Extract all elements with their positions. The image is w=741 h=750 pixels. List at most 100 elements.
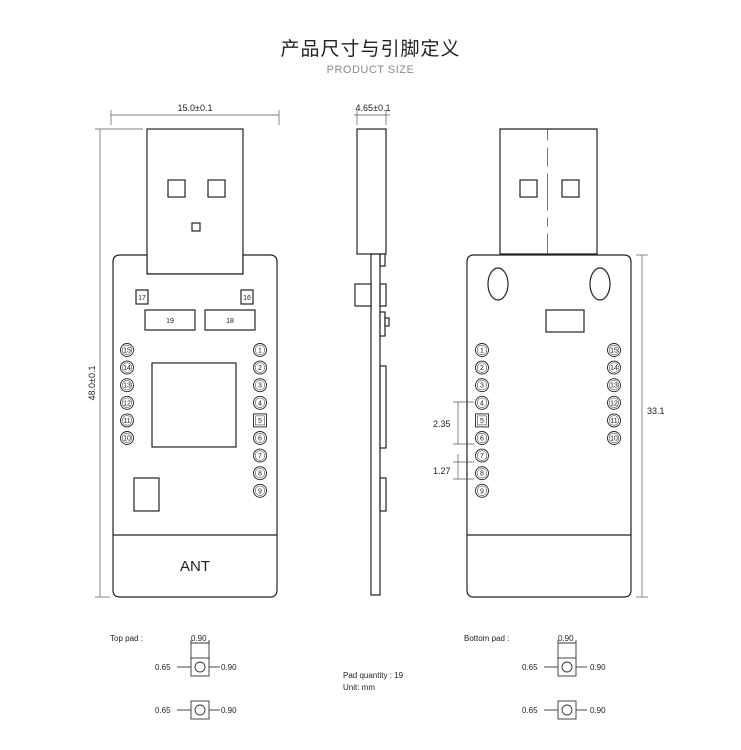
pin-number: 2: [258, 365, 262, 372]
pin-number: 12: [610, 400, 618, 407]
board-outline: [112, 254, 278, 598]
pin-12: [120, 395, 134, 410]
pad-size-label: 0.90: [590, 706, 606, 715]
usb-plug-bottom: [499, 128, 556, 255]
pin-ring: [254, 397, 266, 408]
pin-ring: [608, 380, 620, 391]
usb-plug-side: [356, 128, 387, 255]
pin-ring: [254, 380, 266, 391]
pin-ring: [121, 397, 133, 408]
pin-ring: [254, 344, 266, 356]
pin-number: 1: [258, 348, 262, 355]
pin-4: [475, 395, 489, 410]
pin-5: [475, 413, 489, 428]
chip: [151, 362, 237, 448]
usb-contact-right: [561, 179, 580, 198]
pin-ring: [121, 415, 133, 426]
pin-8: [253, 466, 267, 481]
pin-ring: [254, 432, 266, 444]
pin-ring: [121, 380, 133, 391]
pin-number: 2: [480, 365, 484, 372]
pin-number: 7: [480, 453, 484, 460]
pad-16: [240, 289, 254, 305]
antenna-label: ANT: [180, 558, 210, 575]
side-view: [354, 128, 390, 596]
pin-number: 5: [480, 418, 484, 425]
pin-ring: [608, 432, 620, 444]
pin-1: [475, 343, 489, 357]
top-view: [112, 128, 278, 598]
pin-3: [475, 378, 489, 393]
page-title: 产品尺寸与引脚定义: [280, 38, 461, 60]
pin-ring: [476, 362, 488, 373]
pin-number: 10: [123, 436, 131, 443]
pin-number: 11: [123, 418, 130, 425]
bottom-pad: [545, 309, 585, 333]
bottom-view-dimensions: [453, 254, 648, 598]
thickness-dimension: 4.65±0.1: [356, 103, 391, 113]
pad-18: [204, 309, 256, 331]
pin-ring: [254, 362, 266, 373]
pad-size-label: 0.65: [522, 706, 538, 715]
pin-9: [475, 483, 489, 498]
pin-ring: [254, 450, 266, 461]
pin-number: 13: [610, 383, 618, 390]
pin-ring: [476, 450, 488, 461]
pin-2: [253, 360, 267, 375]
pin-4: [253, 395, 267, 410]
pad-size-label: 0.90: [221, 663, 237, 672]
pin-12: [607, 395, 621, 410]
pin-ring: [476, 397, 488, 408]
pin-number: 5: [258, 418, 262, 425]
pin-number: 9: [258, 488, 262, 495]
pad-label: 19: [166, 318, 174, 325]
pin-10: [607, 431, 621, 445]
pin-number: 8: [258, 471, 262, 478]
page-subtitle: PRODUCT SIZE: [326, 64, 415, 76]
pin-number: 3: [258, 383, 262, 390]
pin-7: [475, 448, 489, 463]
pin-ring: [476, 468, 488, 479]
pin-ring: [476, 344, 488, 356]
top-view-dimensions: [95, 110, 280, 598]
mount-hole-right: [589, 267, 611, 301]
pin-number: 4: [480, 400, 484, 407]
pin-number: 1: [480, 348, 484, 355]
width-dimension: 15.0±0.1: [178, 103, 213, 113]
row-pitch-dimension: 1.27: [433, 466, 451, 476]
pin-number: 15: [123, 348, 131, 355]
pin-ring: [608, 415, 620, 426]
pin-11: [607, 413, 621, 428]
footer-pads: [177, 640, 587, 720]
bottom-pad-label: Bottom pad :: [464, 634, 509, 643]
pad-width-label: 0.90: [558, 634, 574, 643]
pin-ring: [608, 397, 620, 408]
pin-15: [607, 343, 621, 357]
pin-number: 12: [123, 400, 131, 407]
pad-size-label: 0.65: [155, 706, 171, 715]
pin-1: [253, 343, 267, 357]
pin-ring: [121, 362, 133, 373]
pin-9: [253, 483, 267, 498]
pin-14: [607, 360, 621, 375]
usb-contact-left: [519, 179, 538, 198]
usb-plug: [146, 128, 244, 275]
pin-ring: [255, 415, 265, 426]
board-side: [370, 253, 381, 596]
top-view-labels: 17 16 19 18 ANT: [138, 295, 251, 575]
component: [133, 477, 160, 512]
pin-10: [120, 431, 134, 445]
pin-13: [607, 378, 621, 393]
pin-ring: [608, 362, 620, 373]
pin-number: 9: [480, 488, 484, 495]
pin-2: [475, 360, 489, 375]
unit-label: Unit: mm: [343, 683, 375, 692]
length-dimension: 48.0±0.1: [87, 366, 97, 401]
pad-quantity: Pad quantity : 19: [343, 671, 404, 680]
pin-ring: [121, 344, 133, 356]
usb-contact-small: [191, 222, 201, 232]
bottom-view: [466, 128, 632, 598]
pin-number: 8: [480, 471, 484, 478]
